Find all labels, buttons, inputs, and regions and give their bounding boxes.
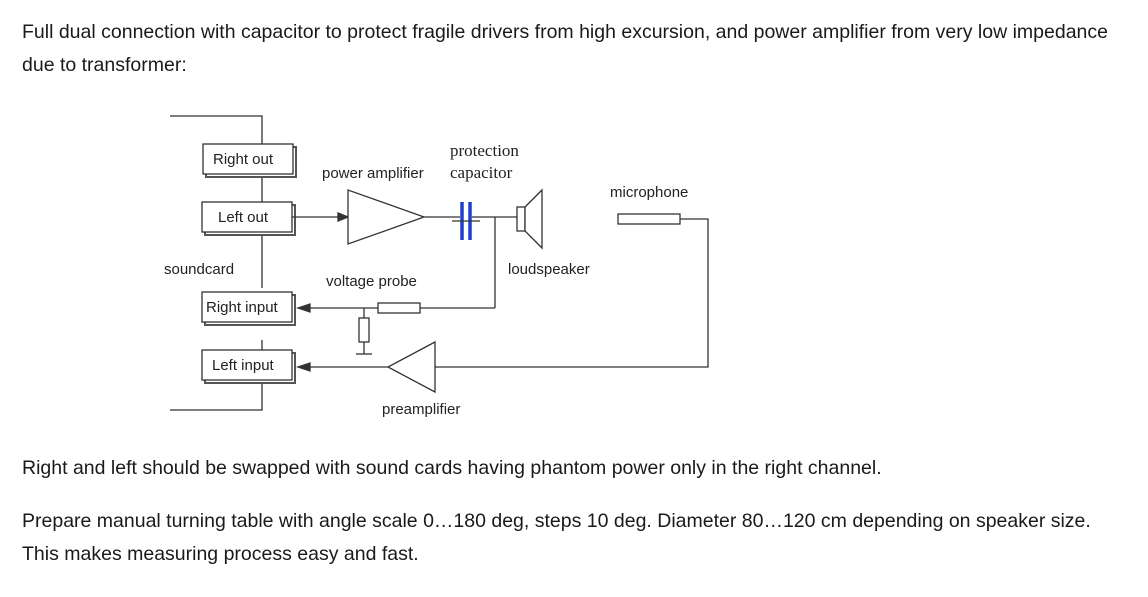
left-out-label: Left out [218, 209, 269, 226]
protection-label: protection [450, 141, 519, 160]
swap-note-paragraph: Right and left should be swapped with so… [22, 457, 882, 479]
voltage-probe-label: voltage probe [326, 273, 417, 290]
soundcard-label: soundcard [164, 261, 234, 278]
right-out-box [202, 143, 294, 175]
connection-diagram: Right out Left out soundcard Right input… [164, 115, 709, 418]
voltage-probe-resistor [377, 302, 421, 314]
intro-paragraph: Full dual connection with capacitor to p… [22, 21, 1108, 76]
right-input-box [201, 291, 293, 323]
left-input-label: Left input [212, 357, 275, 374]
left-out-box [201, 201, 293, 233]
loudspeaker-cone [524, 188, 543, 250]
preamplifier-label: preamplifier [382, 401, 460, 418]
left-input-box [201, 349, 293, 381]
power-amplifier-label: power amplifier [322, 165, 424, 182]
power-amplifier-triangle [347, 189, 426, 245]
preamplifier-triangle [386, 340, 436, 394]
microphone-label: microphone [610, 184, 688, 201]
loudspeaker-label: loudspeaker [508, 261, 590, 278]
right-out-label: Right out [213, 151, 274, 168]
right-input-label: Right input [206, 299, 279, 316]
ground-resistor [358, 317, 370, 343]
turning-table-paragraph: Prepare manual turning table with angle … [22, 510, 1091, 565]
microphone-body [617, 213, 681, 225]
loudspeaker-body [516, 206, 526, 232]
capacitor-label: capacitor [450, 163, 513, 182]
